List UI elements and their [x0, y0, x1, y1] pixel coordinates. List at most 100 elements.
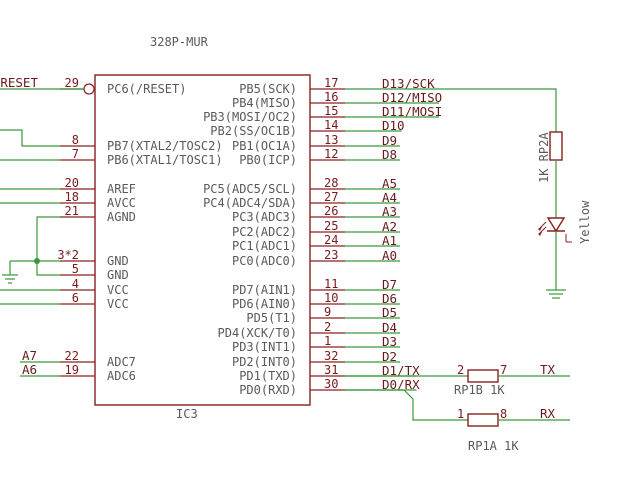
right-net-label: D13/SCK [382, 76, 435, 91]
right-pin-name: PD0(RXD) [239, 383, 297, 397]
led-arrowhead-1 [538, 227, 542, 231]
left-pin-name: VCC [107, 297, 129, 311]
rp1a-pin-a: 1 [457, 407, 464, 421]
right-net-label: A0 [382, 248, 397, 263]
reset-inversion-bubble [83, 83, 95, 95]
chip-body [94, 74, 311, 406]
left-net-label: A6 [22, 362, 37, 377]
right-pin-group: 17PB5(SCK)D13/SCK16PB4(MISO)D12/MISO15PB… [203, 76, 442, 397]
led-color-label: Yellow [578, 200, 592, 244]
left-pin-number: 4 [72, 277, 79, 291]
left-net-label: A7 [22, 348, 37, 363]
right-pin-name: PD5(T1) [246, 311, 297, 325]
left-pin-name: VCC [107, 283, 129, 297]
right-pin-number: 26 [324, 204, 338, 218]
led-arrow-1 [538, 221, 547, 230]
right-pin-number: 15 [324, 104, 338, 118]
left-pin-number: 6 [72, 291, 79, 305]
right-net-label: D0/RX [382, 377, 420, 392]
right-pin-number: 9 [324, 305, 331, 319]
left-pin-name: GND [107, 268, 129, 282]
rp1b-label: RP1B 1K [454, 383, 505, 397]
chip-value: 328P-MUR [150, 35, 209, 49]
right-pin-number: 13 [324, 133, 338, 147]
right-net-label: A4 [382, 190, 397, 205]
chip-name: IC3 [176, 407, 198, 421]
left-pin-name: AREF [107, 182, 136, 196]
left-pin-name: AGND [107, 210, 136, 224]
right-net-label: D3 [382, 334, 397, 349]
right-net-label: A3 [382, 204, 397, 219]
left-pin-number: 5 [72, 262, 79, 276]
right-net-label: D1/TX [382, 363, 420, 378]
left-pin-number: 20 [65, 176, 79, 190]
right-pin-name: PD4(XCK/T0) [218, 326, 297, 340]
resistor-rp1a-body [467, 413, 499, 427]
right-net-label: D4 [382, 320, 397, 335]
right-net-label: D9 [382, 133, 397, 148]
right-pin-number: 10 [324, 291, 338, 305]
right-pin-name: PD2(INT0) [232, 355, 297, 369]
right-net-label: D12/MISO [382, 90, 442, 105]
right-pin-name: PB5(SCK) [239, 82, 297, 96]
rp1b-pin-a: 2 [457, 363, 464, 377]
right-pin-number: 28 [324, 176, 338, 190]
resistor-rp2a-body [549, 131, 563, 161]
right-net-label: D11/MOSI [382, 104, 442, 119]
led-arrow-2 [538, 226, 547, 235]
rp2a-label: 1K RP2A [537, 132, 551, 183]
right-net-label: D10 [382, 118, 405, 133]
rp1a-label: RP1A 1K [468, 439, 519, 453]
rx-wire-in [345, 389, 468, 421]
gnd-junction [34, 258, 40, 264]
left-pin-number: 22 [65, 349, 79, 363]
right-pin-number: 32 [324, 349, 338, 363]
rp1b-pin-b: 7 [500, 363, 507, 377]
left-pin-number: 3*2 [57, 248, 79, 262]
right-pin-name: PD7(AIN1) [232, 283, 297, 297]
sck-to-led-wire [345, 88, 557, 132]
right-pin-number: 16 [324, 90, 338, 104]
right-pin-number: 17 [324, 76, 338, 90]
left-pin-number: 29 [65, 76, 79, 90]
right-net-label: D8 [382, 147, 397, 162]
left-pin-number: 8 [72, 133, 79, 147]
right-pin-name: PB4(MISO) [232, 96, 297, 110]
right-pin-name: PC1(ADC1) [232, 239, 297, 253]
right-pin-name: PC3(ADC3) [232, 210, 297, 224]
right-pin-name: PD1(TXD) [239, 369, 297, 383]
agnd-wire [36, 216, 60, 276]
right-pin-name: PC5(ADC5/SCL) [203, 182, 297, 196]
right-net-label: D7 [382, 277, 397, 292]
right-net-label: D6 [382, 291, 397, 306]
right-pin-name: PB3(MOSI/OC2) [203, 110, 297, 124]
right-pin-number: 11 [324, 277, 338, 291]
right-pin-name: PC2(ADC2) [232, 225, 297, 239]
left-pin-name: PB6(XTAL1/TOSC1) [107, 153, 223, 167]
right-net-label: A1 [382, 233, 397, 248]
right-pin-number: 12 [324, 147, 338, 161]
left-pin-name: PB7(XTAL2/TOSC2) [107, 139, 223, 153]
tx-net-label: TX [540, 362, 556, 377]
right-pin-number: 2 [324, 320, 331, 334]
left-pin-name: GND [107, 254, 129, 268]
right-pin-name: PC0(ADC0) [232, 254, 297, 268]
left-pin-number: 18 [65, 190, 79, 204]
left-pin-name: ADC6 [107, 369, 136, 383]
left-pin-number: 21 [65, 204, 79, 218]
right-pin-name: PC4(ADC4/SDA) [203, 196, 297, 210]
resistor-rp1b-body [467, 369, 499, 383]
right-pin-number: 27 [324, 190, 338, 204]
right-net-label: D5 [382, 305, 397, 320]
left-pin-name: PC6(/RESET) [107, 82, 186, 96]
right-net-label: D2 [382, 349, 397, 364]
left-net-label: RESET [0, 75, 38, 90]
right-pin-number: 25 [324, 219, 338, 233]
right-pin-number: 31 [324, 363, 338, 377]
right-pin-name: PB2(SS/OC1B) [210, 124, 297, 138]
left-pin-name: ADC7 [107, 355, 136, 369]
right-pin-name: PB0(ICP) [239, 153, 297, 167]
right-pin-name: PD3(INT1) [232, 340, 297, 354]
led-diode-icon [546, 217, 566, 233]
